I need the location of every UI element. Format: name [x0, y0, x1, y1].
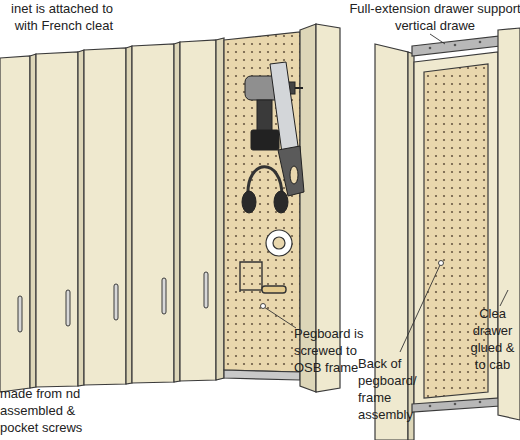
- coping-saw-part: [240, 262, 262, 292]
- cabinet-fronts-part: [0, 56, 30, 392]
- callout-label: Full-extension drawer support vertical d…: [345, 0, 520, 34]
- coping-saw: [240, 262, 286, 293]
- right-drawer-assembly-part: [412, 398, 500, 412]
- drill-part: [257, 100, 272, 132]
- drawer-pulls-part: [114, 284, 118, 320]
- cabinet-fronts-part: [180, 40, 216, 381]
- leader-lines-part: [500, 290, 508, 306]
- ear-muffs-part: [248, 167, 282, 196]
- cabinet-fronts-part: [174, 42, 180, 382]
- leader-lines-part: [439, 261, 444, 266]
- drill-part: [295, 87, 303, 89]
- drawer-pulls-part: [66, 290, 70, 326]
- ear-muffs-part: [274, 191, 288, 213]
- tape-roll: [266, 230, 292, 256]
- cabinet-fronts-part: [132, 44, 174, 383]
- tape-roll-part: [266, 230, 292, 256]
- slide-holes-part: [429, 405, 432, 408]
- leader-lines: [261, 34, 509, 352]
- cabinet-fronts-part: [84, 48, 126, 385]
- slide-holes-part: [479, 401, 482, 404]
- slide-holes-part: [454, 44, 457, 47]
- ear-muffs-part: [242, 191, 256, 213]
- slide-holes-part: [429, 47, 432, 50]
- pegboard-drawer-part: [224, 32, 300, 372]
- hand-saw: [270, 62, 304, 196]
- leader-lines-part: [264, 307, 296, 328]
- callout-label: made from nd assembled & pocket screws: [0, 385, 105, 436]
- coping-saw-part: [262, 286, 286, 293]
- drawer-pulls-part: [162, 278, 166, 314]
- cabinet-fronts-part: [216, 38, 224, 380]
- callout-label: Back of pegboard/ frame assembly: [358, 355, 420, 423]
- callout-label: inet is attached to with French cleat: [0, 0, 113, 34]
- ear-muffs: [242, 167, 288, 213]
- cabinet-fronts-part: [78, 50, 84, 386]
- cabinet-fronts-part: [126, 46, 132, 384]
- tape-roll-part: [273, 237, 285, 249]
- cabinet-fronts-part: [36, 52, 78, 387]
- callout-label: Clea drawer glued & to cab: [465, 305, 520, 373]
- hand-saw-part: [290, 166, 298, 184]
- right-drawer-assembly-part: [412, 36, 500, 56]
- leader-lines-part: [430, 34, 445, 44]
- drill-part: [251, 130, 279, 150]
- slide-holes-part: [454, 403, 457, 406]
- slide-holes-part: [479, 41, 482, 44]
- leader-lines-part: [261, 304, 266, 309]
- cabinet-fronts-part: [30, 54, 36, 388]
- coping-saw-part: [240, 289, 262, 290]
- cabinet-fronts: [0, 38, 224, 392]
- drawer-pulls-part: [204, 272, 208, 308]
- pegboard-drawer-part: [224, 370, 300, 380]
- leader-lines-part: [400, 265, 440, 352]
- drawer-pulls-part: [18, 296, 22, 332]
